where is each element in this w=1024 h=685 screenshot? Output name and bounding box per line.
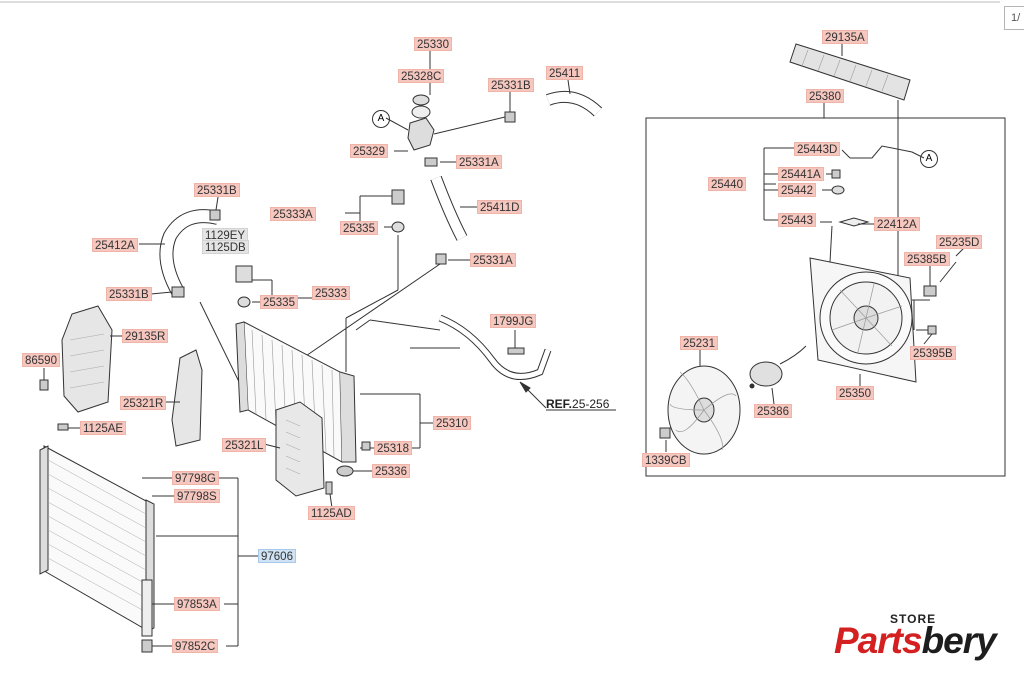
part-label[interactable]: 25235D [936,235,983,249]
part-label[interactable]: 25330 [414,37,452,51]
part-label[interactable]: 25231 [680,336,718,350]
ref-link[interactable]: REF.25-256 [546,397,609,411]
part-label[interactable]: 1125DB [202,240,249,254]
part-label[interactable]: 25328C [398,69,445,83]
part-label[interactable]: 1799JG [490,314,537,328]
part-label[interactable]: 97798S [174,489,220,503]
part-label[interactable]: 25335 [260,295,298,309]
part-label[interactable]: 25333A [270,207,316,221]
partsbery-logo: STORE Partsbery [832,612,1012,672]
part-label[interactable]: 25318 [374,441,412,455]
part-label[interactable]: 25331A [456,155,502,169]
part-label[interactable]: 25331B [488,78,534,92]
part-label[interactable]: 29135R [122,329,169,343]
page-indicator: 1/ [1004,6,1024,30]
part-label[interactable]: 25395B [910,346,956,360]
part-label[interactable]: 25350 [836,386,874,400]
part-label[interactable]: 25442 [778,183,816,197]
part-label[interactable]: 25443D [794,142,841,156]
part-label[interactable]: 97853A [174,597,220,611]
part-label[interactable]: 22412A [874,217,920,231]
part-label[interactable]: 97606 [258,549,296,563]
part-label[interactable]: 25336 [372,464,410,478]
part-label[interactable]: 25440 [708,177,746,191]
part-label[interactable]: 25321R [120,396,167,410]
part-label[interactable]: 25386 [754,404,792,418]
part-label[interactable]: 1125AE [80,421,127,435]
part-label[interactable]: 97852C [172,639,219,653]
part-label[interactable]: 25331A [470,253,516,267]
part-label[interactable]: 25441A [778,167,824,181]
part-label[interactable]: 25411 [546,66,584,80]
logo-store-text: STORE [890,612,937,626]
callout-a-left: A [372,110,390,128]
logo-name-text: Partsbery [834,620,997,662]
ref-prefix: REF. [546,397,573,411]
part-label[interactable]: 25310 [433,416,471,430]
part-label[interactable]: 25329 [350,144,388,158]
part-label[interactable]: 25385B [904,252,950,266]
ref-value: 25-256 [572,397,610,411]
part-label[interactable]: 25331B [194,183,240,197]
part-label[interactable]: 1339CB [642,453,690,467]
part-label[interactable]: 25335 [340,221,378,235]
fan-assembly-frame [645,117,1006,477]
part-label[interactable]: 25443 [778,213,816,227]
part-label[interactable]: 29135A [822,30,868,44]
part-label[interactable]: 25412A [92,238,138,252]
part-label[interactable]: 86590 [22,353,60,367]
part-label[interactable]: 25333 [312,286,350,300]
logo-name-part2: bery [921,620,997,661]
part-label[interactable]: 1125AD [308,506,355,520]
part-label[interactable]: 25380 [806,89,844,103]
part-label[interactable]: 25321L [222,438,267,452]
callout-a-right: A [920,150,938,168]
part-label[interactable]: 25331B [106,287,152,301]
part-label[interactable]: 97798G [172,471,219,485]
part-label[interactable]: 25411D [477,200,523,214]
logo-name-part1: Parts [834,620,923,661]
